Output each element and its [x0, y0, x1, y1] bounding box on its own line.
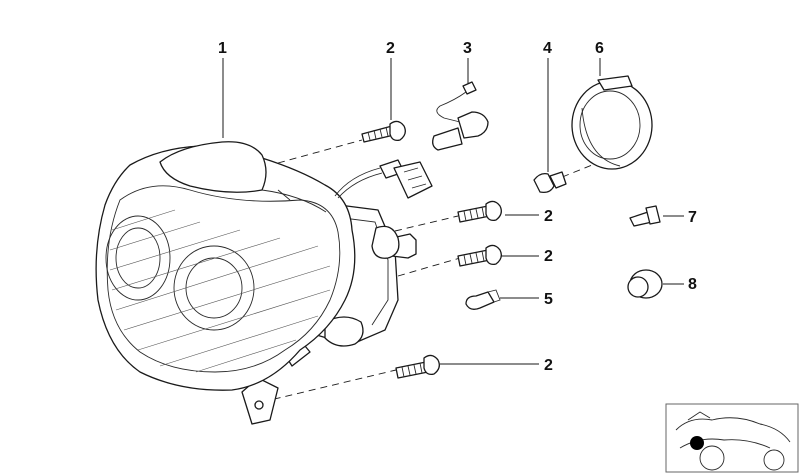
- screw-top[interactable]: [361, 120, 406, 143]
- callout-7[interactable]: 7: [688, 209, 697, 226]
- rubber-grommet[interactable]: [627, 269, 663, 299]
- small-bulb[interactable]: [533, 171, 567, 194]
- location-marker: [690, 436, 704, 450]
- wiring-connector[interactable]: [334, 159, 433, 199]
- callout-6[interactable]: 6: [595, 40, 604, 57]
- callout-8[interactable]: 8: [688, 276, 697, 293]
- screw-mid-lower[interactable]: [457, 244, 502, 267]
- callout-3[interactable]: 3: [463, 40, 472, 57]
- screw-mid-upper[interactable]: [457, 200, 502, 223]
- cover-ring[interactable]: [571, 75, 653, 170]
- wedge-bulb[interactable]: [465, 289, 501, 310]
- assembly-dashed-lines: [261, 139, 593, 403]
- callout-2-top[interactable]: 2: [386, 40, 395, 57]
- connector-pin[interactable]: [629, 205, 661, 227]
- motorcycle-silhouette: [675, 411, 791, 471]
- headlight-assembly[interactable]: [95, 141, 417, 425]
- callout-2-bottom[interactable]: 2: [544, 357, 553, 374]
- bulb-with-cable[interactable]: [432, 81, 489, 151]
- locator-thumbnail: [665, 403, 799, 473]
- callout-5[interactable]: 5: [544, 291, 553, 308]
- callout-1[interactable]: 1: [218, 40, 227, 57]
- callout-2-mid-upper[interactable]: 2: [544, 208, 553, 225]
- callout-4[interactable]: 4: [543, 40, 552, 57]
- lens-hatching: [109, 209, 331, 373]
- callout-2-mid-lower[interactable]: 2: [544, 248, 553, 265]
- leader-lines: [222, 58, 684, 365]
- screw-bottom[interactable]: [395, 354, 440, 379]
